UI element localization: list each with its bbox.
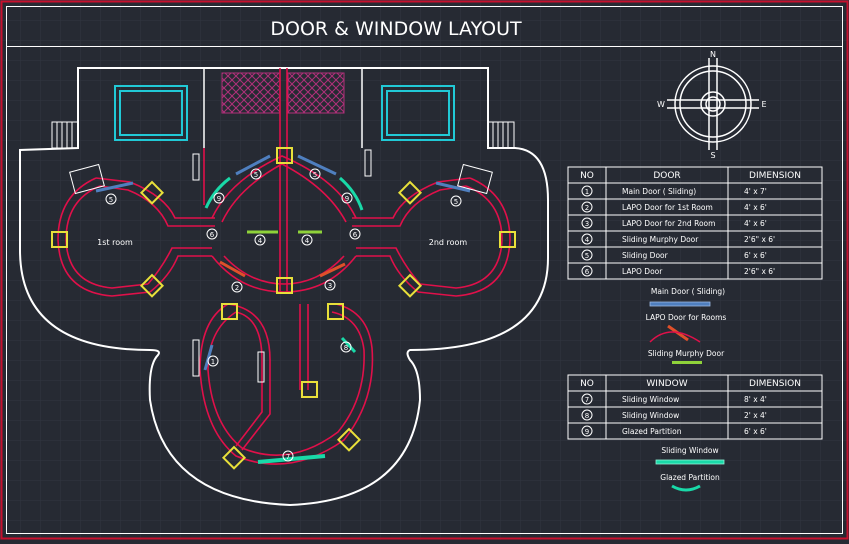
compass-south-label: S <box>710 151 715 160</box>
hatch-area-left <box>221 72 281 114</box>
building-outline <box>19 67 549 507</box>
floor-plan: 1st room 2nd room 5 5 5 5 9 9 6 6 4 4 2 … <box>19 67 549 507</box>
inner-frame <box>6 6 843 534</box>
plan-tag-2: 2 <box>235 284 239 292</box>
door-table-header-no: NO <box>580 171 594 181</box>
door-row-dimension: 4' x 7' <box>744 187 767 196</box>
pool-left <box>114 85 188 141</box>
door-table: NO DOOR DIMENSION 1 2 3 4 5 6 Main Door … <box>567 166 823 280</box>
door-row-dimension: 4' x 6' <box>744 203 767 212</box>
hatch-area-right <box>287 72 345 114</box>
plan-tag-7: 7 <box>286 453 290 461</box>
legend-main-door-label: Main Door ( Sliding) <box>651 287 725 296</box>
pool-right <box>381 85 455 141</box>
compass-ring-outer <box>674 65 752 143</box>
window-row-dimension: 6' x 6' <box>744 427 767 436</box>
window-row-no: 9 <box>585 428 589 436</box>
legend-murphy-door-symbol <box>672 361 702 364</box>
compass-center-outer <box>700 91 726 117</box>
pool-left-inner <box>119 90 183 136</box>
door-row-no: 6 <box>585 268 590 276</box>
window-table: NO WINDOW DIMENSION 7 8 9 Sliding Window… <box>567 374 823 440</box>
door-row-dimension: 6' x 6' <box>744 251 767 260</box>
legend-sliding-window-symbol <box>655 459 725 465</box>
door-row-name: LAPO Door for 2nd Room <box>622 219 715 228</box>
compass-north-label: N <box>710 50 716 59</box>
door-table-header-door: DOOR <box>653 171 680 181</box>
plan-tag-4: 4 <box>305 237 310 245</box>
legend-lapo-door-label: LAPO Door for Rooms <box>646 313 727 322</box>
window-table-header-dimension: DIMENSION <box>749 379 801 389</box>
legend-murphy-door-label: Sliding Murphy Door <box>648 349 725 358</box>
window-row-name: Sliding Window <box>622 395 679 404</box>
plan-tag-4: 4 <box>258 237 263 245</box>
door-row-dimension: 2'6" x 6' <box>744 267 775 276</box>
plan-tag-8: 8 <box>344 344 348 352</box>
plan-tag-9: 9 <box>217 195 221 203</box>
legend-main-door-symbol <box>649 301 711 307</box>
door-table-header-dimension: DIMENSION <box>749 171 801 181</box>
door-row-no: 4 <box>585 236 590 244</box>
compass <box>667 58 759 150</box>
plan-tag-6: 6 <box>353 231 358 239</box>
compass-ring-inner <box>679 70 747 138</box>
door-row-name: LAPO Door for 1st Room <box>622 203 713 212</box>
plan-tag-5: 5 <box>454 198 458 206</box>
legend-sliding-window-label: Sliding Window <box>661 446 718 455</box>
plan-tags: 5 5 5 5 9 9 6 6 4 4 2 3 1 8 7 <box>109 171 458 461</box>
compass-center-inner <box>705 96 721 112</box>
steps-right <box>487 121 515 149</box>
compass-west-label: W <box>657 100 665 109</box>
plan-tag-circles <box>105 168 462 462</box>
window-table-header-window: WINDOW <box>646 379 687 389</box>
plan-tag-5: 5 <box>109 196 113 204</box>
door-row-no: 1 <box>585 188 589 196</box>
columns <box>51 147 516 470</box>
window-row-dimension: 2' x 4' <box>744 411 767 420</box>
room-label-2nd: 2nd room <box>429 238 468 247</box>
page-title: DOOR & WINDOW LAYOUT <box>270 18 522 40</box>
window-row-dimension: 8' x 4' <box>744 395 767 404</box>
window-legend: Sliding Window Glazed Partition <box>655 446 725 492</box>
window-row-no: 8 <box>585 412 589 420</box>
door-row-name: Sliding Door <box>622 251 669 260</box>
plan-tag-6: 6 <box>210 231 215 239</box>
door-row-dimension: 2'6" x 6' <box>744 235 775 244</box>
plan-tag-1: 1 <box>211 358 215 366</box>
window-row-name: Sliding Window <box>622 411 679 420</box>
compass-east-label: E <box>761 100 766 109</box>
door-row-no: 3 <box>585 220 589 228</box>
plan-tag-5: 5 <box>254 171 258 179</box>
window-row-name: Glazed Partition <box>622 427 682 436</box>
door-row-name: LAPO Door <box>622 267 663 276</box>
room-label-1st: 1st room <box>97 238 133 247</box>
plan-tag-9: 9 <box>345 195 349 203</box>
legend-lapo-door-arc <box>649 331 701 343</box>
door-row-dimension: 4' x 6' <box>744 219 767 228</box>
plan-tag-3: 3 <box>328 282 332 290</box>
door-legend: Main Door ( Sliding) LAPO Door for Rooms… <box>646 287 727 364</box>
legend-glazed-partition-label: Glazed Partition <box>660 473 720 482</box>
plan-tag-5: 5 <box>313 171 317 179</box>
door-row-name: Sliding Murphy Door <box>622 235 699 244</box>
window-row-no: 7 <box>585 396 589 404</box>
pool-right-inner <box>386 90 450 136</box>
window-table-header-no: NO <box>580 379 594 389</box>
door-row-no: 5 <box>585 252 589 260</box>
steps-left <box>51 121 79 149</box>
door-row-name: Main Door ( Sliding) <box>622 187 696 196</box>
legend-glazed-partition-symbol <box>671 484 701 492</box>
door-row-no: 2 <box>585 204 589 212</box>
